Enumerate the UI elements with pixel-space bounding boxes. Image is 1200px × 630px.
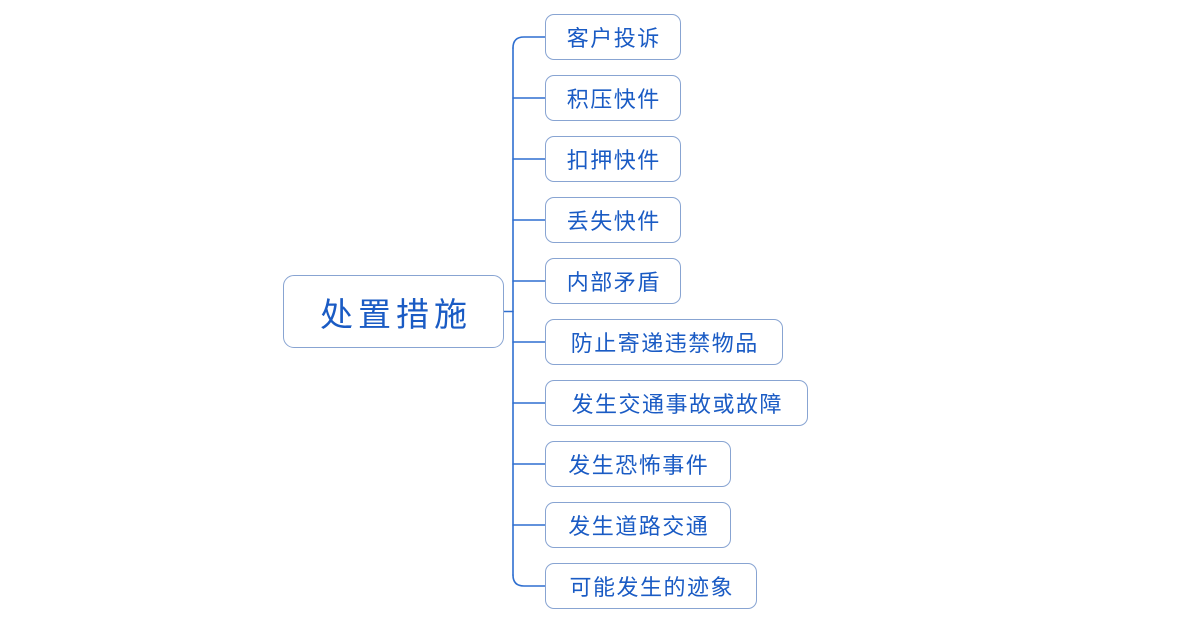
mind-map-child-node-9[interactable]: 可能发生的迹象 (545, 563, 757, 609)
mind-map-child-node-8[interactable]: 发生道路交通 (545, 502, 731, 548)
mind-map-child-node-0[interactable]: 客户投诉 (545, 14, 681, 60)
mind-map-child-node-4[interactable]: 内部矛盾 (545, 258, 681, 304)
mind-map-child-node-2[interactable]: 扣押快件 (545, 136, 681, 182)
mind-map-child-node-7[interactable]: 发生恐怖事件 (545, 441, 731, 487)
mind-map-root-node[interactable]: 处置措施 (283, 275, 504, 348)
mind-map-child-node-5[interactable]: 防止寄递违禁物品 (545, 319, 783, 365)
mind-map-child-node-3[interactable]: 丢失快件 (545, 197, 681, 243)
mind-map-child-node-1[interactable]: 积压快件 (545, 75, 681, 121)
mind-map-child-node-6[interactable]: 发生交通事故或故障 (545, 380, 808, 426)
